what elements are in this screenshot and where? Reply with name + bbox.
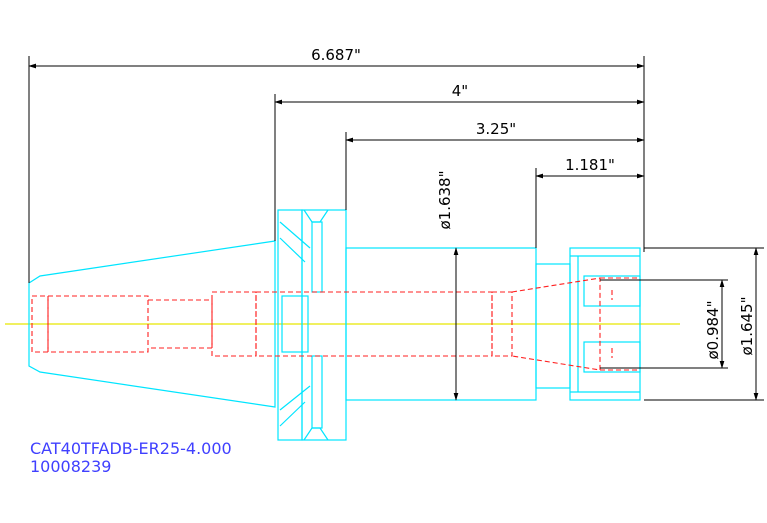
overall-length-label: 6.687" [311, 46, 361, 64]
holder-outline [28, 209, 641, 441]
nut-diameter-label: ø1.645" [738, 296, 756, 355]
part-number-label: 10008239 [30, 457, 111, 476]
hidden-bore [31, 277, 640, 371]
body-diameter-label: ø1.638" [436, 170, 454, 229]
extension-lines [28, 56, 764, 401]
nut-length-label: 1.181" [565, 156, 615, 174]
gauge-length-label: 4" [452, 82, 468, 100]
dimension-lines [28, 63, 759, 401]
collet-bore-diameter-label: ø0.984" [704, 300, 722, 359]
flange-to-nose-label: 3.25" [476, 120, 516, 138]
part-model-label: CAT40TFADB-ER25-4.000 [30, 439, 232, 458]
